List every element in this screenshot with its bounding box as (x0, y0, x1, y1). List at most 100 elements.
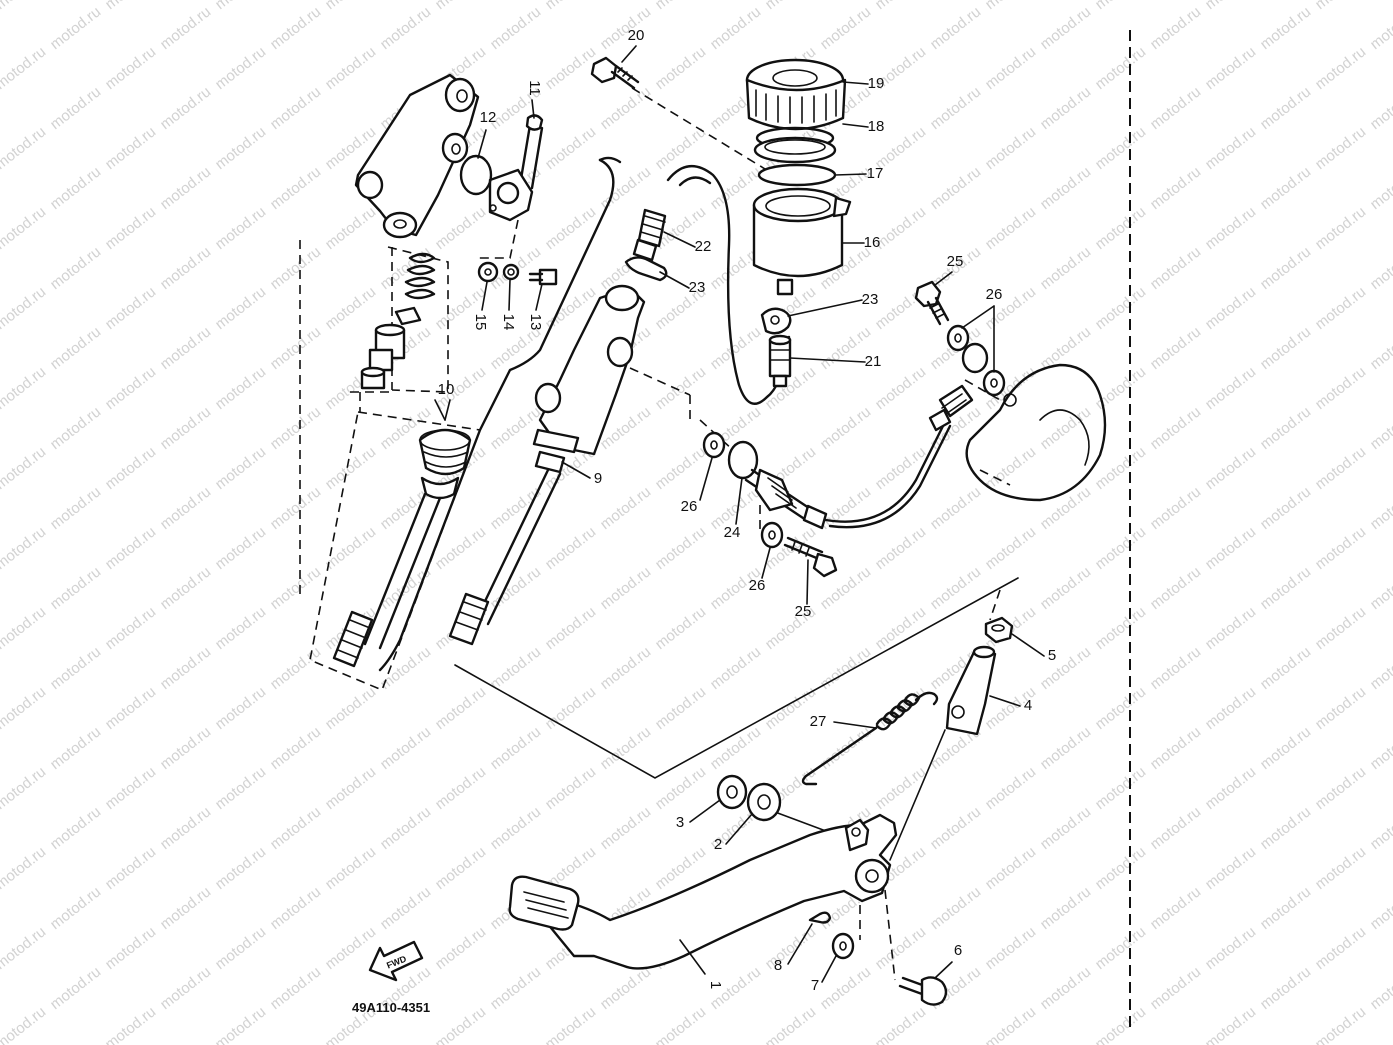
watermark-text: motod.ru (0, 763, 49, 813)
watermark-text: motod.ru (212, 523, 269, 573)
callout-label-6: 6 (954, 942, 962, 959)
callout-leader-27 (833, 721, 877, 729)
watermark-text: motod.ru (0, 603, 49, 653)
watermark-text: motod.ru (1037, 643, 1094, 693)
watermark-text: motod.ru (47, 243, 104, 293)
watermark-text: motod.ru (597, 643, 654, 693)
watermark-text: motod.ru (1367, 643, 1393, 693)
part-master-cylinder-9 (448, 284, 646, 646)
watermark-text: motod.ru (322, 43, 379, 93)
callout-leader-11 (531, 99, 535, 119)
watermark-text: motod.ru (1037, 483, 1094, 533)
watermark-text: motod.ru (47, 963, 104, 1013)
watermark-text: motod.ru (1147, 243, 1204, 293)
watermark-text: motod.ru (1147, 883, 1204, 933)
watermark-text: motod.ru (652, 123, 709, 173)
watermark-text: motod.ru (0, 683, 49, 733)
callout-label-18: 18 (868, 118, 885, 135)
part-banjo-24 (727, 440, 828, 530)
watermark-text: motod.ru (0, 923, 49, 973)
callout-label-25: 25 (795, 603, 812, 620)
watermark-text: motod.ru (1367, 723, 1393, 773)
callout-leader-5 (1011, 633, 1045, 657)
watermark-text: motod.ru (1367, 323, 1393, 373)
part-hose-22 (632, 208, 667, 262)
drawing-code: 49A110-4351 (352, 1000, 430, 1015)
watermark-text: motod.ru (322, 523, 379, 573)
watermark-text: motod.ru (0, 123, 49, 173)
watermark-text: motod.ru (267, 163, 324, 213)
watermark-text: motod.ru (1202, 843, 1259, 893)
part-reservoir-hose-loop (666, 165, 791, 405)
watermark-text: motod.ru (1202, 923, 1259, 973)
watermark-text: motod.ru (982, 923, 1039, 973)
watermark-text: motod.ru (0, 843, 49, 893)
watermark-text: motod.ru (652, 523, 709, 573)
callout-leader-4 (989, 695, 1021, 707)
watermark-text: motod.ru (0, 443, 49, 493)
watermark-text: motod.ru (1312, 43, 1369, 93)
part-frame-outline (378, 156, 622, 672)
watermark-text: motod.ru (1312, 523, 1369, 573)
watermark-text: motod.ru (872, 683, 929, 733)
watermark-text: motod.ru (1037, 83, 1094, 133)
callout-leader-22 (663, 231, 696, 248)
watermark-text: motod.ru (432, 0, 489, 13)
watermark-text: motod.ru (927, 883, 984, 933)
watermark-text: motod.ru (1202, 683, 1259, 733)
watermark-text: motod.ru (102, 683, 159, 733)
watermark-text: motod.ru (1092, 203, 1149, 253)
callout-label-9: 9 (594, 470, 602, 487)
callout-leader-10 (444, 399, 451, 421)
watermark-text: motod.ru (212, 603, 269, 653)
watermark-text: motod.ru (982, 0, 1039, 13)
watermark-text: motod.ru (927, 563, 984, 613)
watermark-text: motod.ru (487, 963, 544, 1013)
watermark-text: motod.ru (102, 923, 159, 973)
watermark-text: motod.ru (1147, 723, 1204, 773)
watermark-text: motod.ru (1092, 1003, 1149, 1045)
watermark-text: motod.ru (377, 803, 434, 853)
watermark-text: motod.ru (652, 1003, 709, 1045)
part-washer-26-lower (760, 521, 784, 549)
watermark-text: motod.ru (1312, 363, 1369, 413)
watermark-text: motod.ru (1312, 1003, 1369, 1045)
watermark-text: motod.ru (1257, 83, 1314, 133)
watermark-text: motod.ru (1367, 883, 1393, 933)
watermark-text: motod.ru (1257, 723, 1314, 773)
watermark-text: motod.ru (1092, 123, 1149, 173)
watermark-text: motod.ru (1147, 963, 1204, 1013)
watermark-text: motod.ru (1092, 763, 1149, 813)
part-spring-27 (801, 691, 939, 786)
watermark-text: motod.ru (1312, 203, 1369, 253)
watermark-text: motod.ru (1257, 3, 1314, 53)
watermark-text: motod.ru (542, 683, 599, 733)
callout-label-4: 4 (1024, 697, 1032, 714)
watermark-text: motod.ru (487, 803, 544, 853)
watermark-text: motod.ru (597, 3, 654, 53)
watermark-text: motod.ru (1147, 83, 1204, 133)
watermark-text: motod.ru (1367, 83, 1393, 133)
watermark-text: motod.ru (652, 603, 709, 653)
watermark-text: motod.ru (817, 403, 874, 453)
watermark-text: motod.ru (982, 763, 1039, 813)
watermark-text: motod.ru (1147, 403, 1204, 453)
callout-leader-6 (934, 961, 953, 979)
callout-label-16: 16 (864, 234, 881, 251)
watermark-text: motod.ru (542, 43, 599, 93)
part-pin-6 (898, 976, 948, 1006)
watermark-text: motod.ru (47, 483, 104, 533)
watermark-text: motod.ru (597, 83, 654, 133)
callout-leader-26 (761, 547, 771, 579)
watermark-text: motod.ru (1092, 843, 1149, 893)
watermark-text: motod.ru (267, 563, 324, 613)
callout-label-12: 12 (480, 109, 497, 126)
watermark-text: motod.ru (157, 323, 214, 373)
watermark-text: motod.ru (0, 0, 49, 13)
watermark-text: motod.ru (267, 883, 324, 933)
watermark-text: motod.ru (47, 563, 104, 613)
part-pushrod-assembly-10 (332, 428, 472, 668)
watermark-text: motod.ru (212, 923, 269, 973)
watermark-text: motod.ru (157, 803, 214, 853)
